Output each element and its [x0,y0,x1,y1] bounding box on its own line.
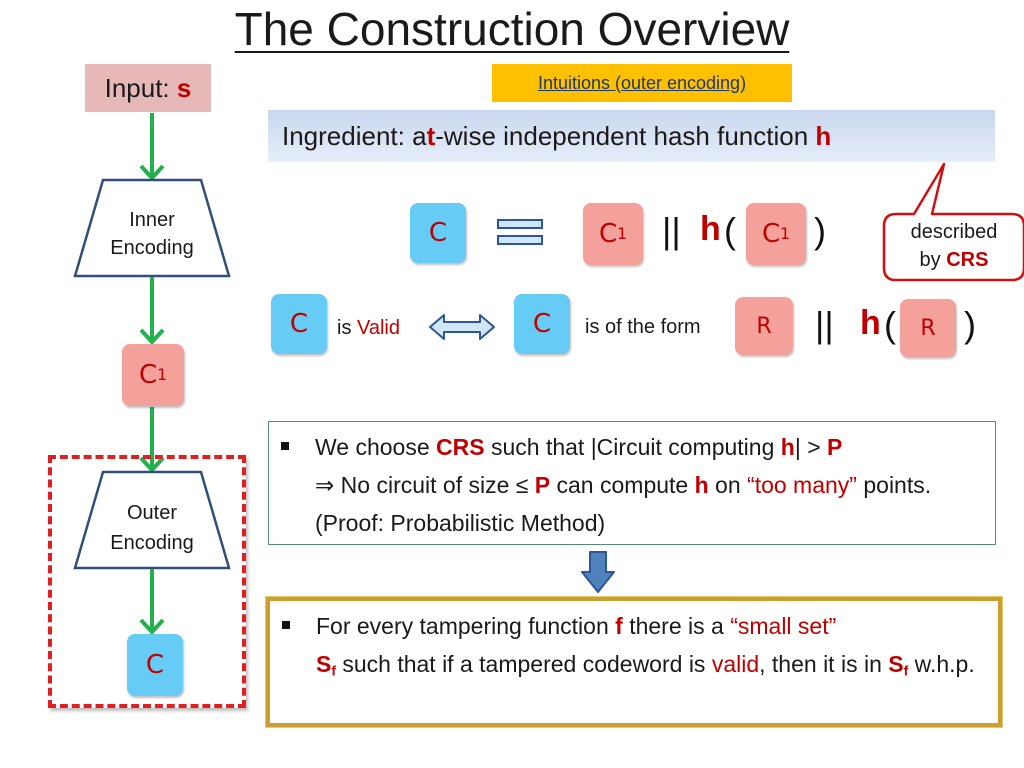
inner-line1: Inner [129,209,175,231]
bullet-crs: We choose CRS such that |Circuit computi… [269,428,987,542]
b2-f: f [615,613,623,639]
eq2-r-text: R [756,313,772,339]
input-var: s [176,72,192,103]
page-title: The Construction Overview [234,3,790,55]
b2-s: S [316,651,332,677]
bullet-box-crs: We choose CRS such that |Circuit computi… [268,421,996,545]
flow-diagram [73,113,231,635]
b1-t4: ⇒ No circuit of size ≤ [315,472,535,498]
eq2-c-text: C [289,309,309,339]
eq2-c-box: C [271,294,327,354]
flow-c-box: C [127,634,183,696]
b1-h2: h [694,472,709,498]
flow-c1-text: C [138,360,158,390]
equivalence-symbol [497,219,543,245]
arrowhead-2 [139,328,165,345]
eq2-c-rhs-text: C [532,309,552,339]
eq2-valid: Valid [357,317,400,339]
eq2-form-text: is of the form [585,316,701,338]
eq1-c-text: C [428,218,448,248]
eq1-open: ( [724,210,736,251]
b2-s-sub: f [331,663,336,679]
eq2-close: ) [964,304,976,345]
b1-crs: CRS [436,434,485,460]
eq1-c1-text: C [598,219,618,249]
ingredient-banner: Ingredient: a t-wise independent hash fu… [268,110,995,162]
arrowhead-4 [139,618,165,635]
double-arrow-icon [429,314,495,340]
b2-t5: w.h.p. [908,651,975,677]
outer-encoding-highlight [48,455,246,708]
flow-c1-sub: 1 [157,366,168,384]
callout-line1: described [910,221,998,243]
flow-c-text: C [145,650,165,680]
down-arrow-icon [581,551,615,593]
callout-text: described by CRS [884,218,1024,274]
arrowhead-1 [139,164,165,181]
eq1-close: ) [814,210,826,251]
b1-t7: points. (Proof: Probabilistic Method) [315,472,932,536]
eq1-concat: || [662,210,681,251]
b2-t1: For every tampering function [316,613,616,639]
b2-valid: valid [711,651,760,677]
callout-crs: CRS [946,249,989,271]
input-box: Input: s [85,64,211,112]
eq2-r-box: R [735,297,793,355]
eq2-r-inner-box: R [900,299,956,357]
arrowhead-3 [139,456,165,473]
b1-p: P [827,434,843,460]
callout-shape [882,162,1024,282]
b2-s2: S [888,651,904,677]
b1-t2: such that |Circuit computing [484,434,781,460]
inner-line2: Encoding [110,237,194,259]
b2-small-set: “small set” [730,613,837,639]
b2-s2-sub: f [903,663,909,679]
eq1-c1-inner-sub: 1 [780,225,791,243]
outer-line1: Outer [126,502,178,524]
ingredient-t: t [426,120,436,151]
inner-encoding-trapezoid [73,178,231,278]
callout-by: by [919,249,947,271]
eq1-c1-inner-text: C [761,219,781,249]
bullet-box-small-set: For every tampering function f there is … [265,596,1003,728]
eq1-h: h [700,210,721,248]
inner-encoding-label: Inner Encoding [95,206,209,262]
b1-t5: can compute [550,472,695,498]
eq2-concat: || [815,304,834,345]
eq2-h: h [860,304,881,342]
b1-p2: P [534,472,551,498]
b2-t4: , then it is in [759,651,889,677]
eq1-c-box: C [410,203,466,263]
eq2-r-inner-text: R [920,315,936,341]
b1-too-many: “too many” [747,472,857,498]
eq2-open: ( [884,304,896,345]
eq2-is: is [337,317,357,339]
b1-t1: We choose [315,434,437,460]
eq1-c1-sub: 1 [617,225,628,243]
b2-t3: such that if a tampered codeword is [335,651,712,677]
b1-h: h [780,434,795,460]
ingredient-mid: -wise independent hash function [435,120,809,151]
b1-t6: on [708,472,748,498]
outer-line2: Encoding [110,532,194,554]
b2-t2: there is a [622,613,731,639]
eq2-is-valid: is Valid [337,317,400,340]
input-label: Input: [104,72,170,103]
outer-encoding-label: Outer Encoding [95,498,209,558]
b1-t3: | > [794,434,828,460]
ingredient-prefix: Ingredient: a [282,120,427,151]
bullet-small-set: For every tampering function f there is … [270,607,990,690]
outer-encoding-trapezoid [73,470,231,570]
ingredient-h: h [815,120,832,151]
intuitions-tag[interactable]: Intuitions (outer encoding) [492,64,792,102]
eq2-c-rhs-box: C [514,294,570,354]
